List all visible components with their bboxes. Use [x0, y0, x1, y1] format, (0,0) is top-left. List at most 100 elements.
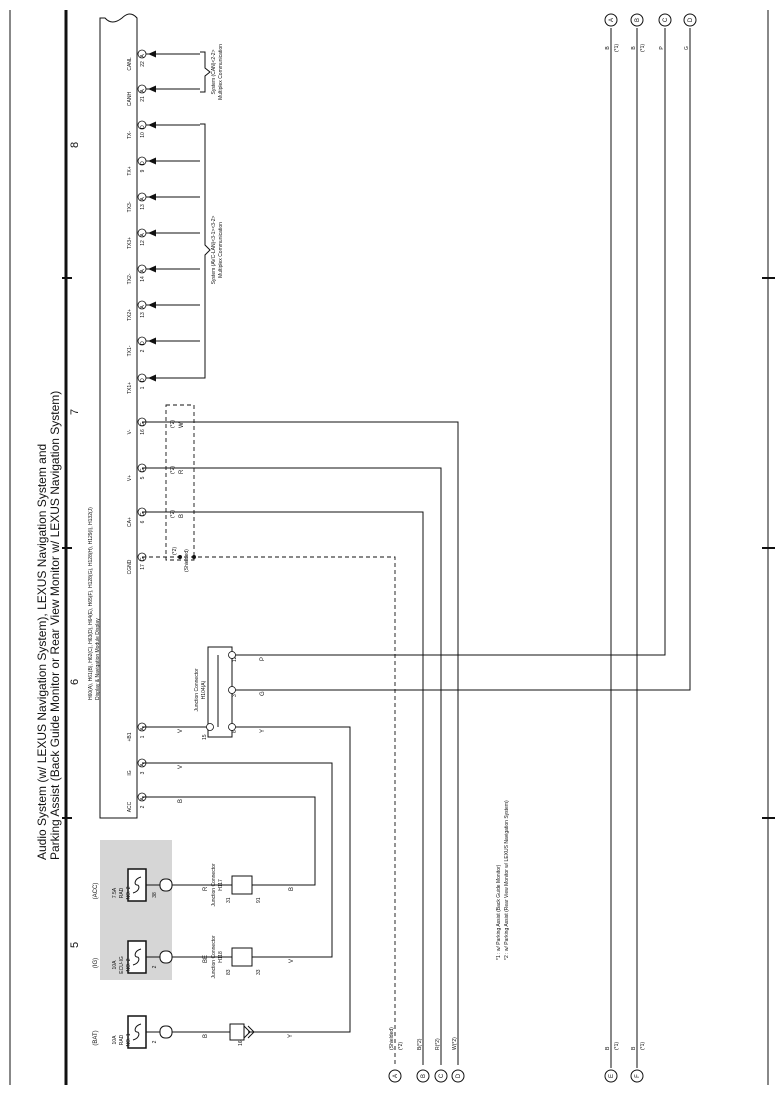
top-letter-d: D	[688, 17, 694, 22]
top-sub-a: (*1)	[614, 44, 620, 52]
pin-label-tx1-: TX1+	[127, 382, 133, 394]
wire-acc	[142, 796, 316, 886]
fuse-text-ig-1: ECU-IG	[119, 956, 125, 974]
fuse-connector-acc	[159, 878, 173, 892]
pin-conn-tx1-: D	[140, 378, 146, 382]
junction-h118-id: H118	[218, 951, 224, 963]
pin-number-v-: 16	[140, 429, 146, 435]
pin-number-canl: 22	[140, 61, 146, 67]
bottom-color-e: B	[605, 1046, 611, 1050]
pin-conn-tx-: D	[140, 161, 146, 165]
pin-label-ig: IG	[127, 770, 133, 775]
fuse-text-bat-1: RAD	[119, 1034, 125, 1045]
pin-label-tx1-: TX1-	[127, 345, 133, 356]
pin-conn-tx2-: A	[140, 269, 146, 273]
column-number-8: 8	[69, 142, 81, 148]
pin-label-tx2-: TX2+	[127, 309, 133, 321]
fuse-pin-ig: 2	[152, 965, 158, 968]
wire-color-cgnd: (Shielded)	[184, 549, 190, 572]
wire-color-b1: V	[178, 729, 184, 733]
top-letter-a: A	[609, 18, 615, 22]
pin-conn-tx1-: D	[140, 341, 146, 345]
wire-b1-out	[232, 726, 351, 1033]
page-title-line2: Parking Assist (Back Guide Monitor or Re…	[48, 391, 62, 860]
top-sub-b: (*1)	[640, 44, 646, 52]
column-number-7: 7	[69, 409, 81, 415]
pin-number--b1: 1	[140, 735, 146, 738]
comm-arrow-canl	[148, 50, 156, 58]
h104-pin-6: 6	[232, 730, 238, 733]
wire-color-acc: B	[178, 799, 184, 803]
wire-color-h118-in: BE	[203, 955, 209, 963]
fuse-text-ig-0: 10A	[112, 960, 118, 970]
wire-color-v-minus: W	[179, 422, 185, 428]
pin-number-ca-: 6	[140, 520, 146, 523]
comm-arrow-tx2-	[148, 265, 156, 273]
column-number-5: 5	[69, 942, 81, 948]
avc-label-1: Multiplex Communication	[218, 222, 224, 278]
bottom-color-d: W(*2)	[452, 1037, 458, 1050]
pin-label-v-: V+	[127, 475, 133, 481]
bottom-color-f: B	[631, 1046, 637, 1050]
wire-ca	[142, 511, 424, 1065]
pin-label--b1: +B1	[127, 732, 133, 741]
pin-number-tx1-: 1	[140, 386, 146, 389]
pin-conn-tx-: D	[140, 125, 146, 129]
fuse-icon-acc	[132, 876, 142, 894]
pin-conn--b1: A	[140, 727, 146, 731]
pin-number-tx-: 9	[140, 169, 146, 172]
top-connector-c	[658, 13, 672, 27]
wire-color-ig: V	[178, 765, 184, 769]
wire-ig	[142, 762, 333, 958]
wire-color-ca-sub: (*2)	[170, 510, 176, 518]
junction-h117-box	[231, 875, 253, 895]
bottom-letter-d: D	[456, 1073, 462, 1078]
pin-conn-tx3-: A	[140, 233, 146, 237]
bottom-letter-c: C	[439, 1073, 445, 1078]
h104-pin-3: 3	[232, 694, 238, 697]
page-title-line1: Audio System (w/ LEXUS Navigation System…	[35, 444, 49, 860]
fuse-text-bat-2: NO. 1	[126, 1033, 132, 1046]
pin-number-cgnd: 17	[140, 564, 146, 570]
fuse-text-acc-1: RAD	[119, 887, 125, 898]
comm-arrow-tx-	[148, 121, 156, 129]
comm-arrow-tx1-	[148, 374, 156, 382]
pin-label-tx3-: TX3-	[127, 201, 133, 212]
fuse-text-acc-2: NO. 2	[126, 886, 132, 899]
wire-color-bat: B	[203, 1034, 209, 1038]
h104-pin-circles	[206, 651, 236, 731]
can-label-2: System (CAN)<2-2>	[211, 49, 217, 94]
pin-number-ig: 3	[140, 771, 146, 774]
avc-brace	[200, 123, 211, 379]
pin-label-tx-: TX-	[127, 131, 133, 139]
pin-conn-tx3-: A	[140, 197, 146, 201]
pin-conn-cgnd: G	[140, 557, 146, 561]
top-letter-c: C	[663, 17, 669, 22]
wire-color-h117-out: B	[289, 887, 295, 891]
bottom-letter-e: E	[609, 1074, 615, 1078]
wire-color-cgnd-sub: (*2)	[172, 547, 178, 555]
bottom-color-b: B(*2)	[417, 1038, 423, 1050]
wire-v-plus	[142, 467, 442, 1065]
shield-node-2	[192, 555, 196, 559]
top-color-d: G	[684, 46, 690, 50]
bottom-connector-d	[451, 1069, 465, 1083]
pin-number-acc: 2	[140, 805, 146, 808]
pin-conn-canh: A	[140, 89, 146, 93]
column-number-6: 6	[69, 679, 81, 685]
pin-label-tx2-: TX2-	[127, 273, 133, 284]
pin-number-tx-: 10	[140, 132, 146, 138]
wire-v-minus	[142, 421, 459, 1065]
pin-number-canh: 21	[140, 96, 146, 102]
comm-arrow-tx3-	[148, 229, 156, 237]
junction-h118-label: Junction Connector	[211, 935, 217, 978]
h118-pin-83: 83	[226, 969, 232, 975]
h104-pin-15: 15	[202, 734, 208, 740]
wire-color-b1-out: Y	[260, 729, 266, 733]
pin-label-ca-: CA+	[127, 517, 133, 527]
column-ticks	[62, 277, 775, 819]
wire-p	[232, 28, 666, 656]
